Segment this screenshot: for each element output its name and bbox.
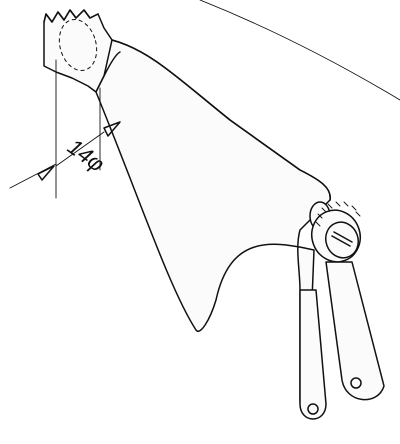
dimension-label: 14φ: [63, 134, 109, 177]
arm-body: [95, 39, 331, 417]
pin-hole-right: [350, 377, 362, 389]
background-edge-line: [199, 0, 400, 101]
knurled-knob-icon: [309, 201, 361, 263]
clevis-fork-right: [325, 261, 385, 401]
clevis-fork-left: [299, 289, 327, 420]
tube-shaft: [43, 9, 121, 93]
dimension-arrow-icon: [37, 121, 121, 181]
screw-slot-icon: [331, 231, 353, 247]
pin-hole-left: [307, 403, 319, 415]
hidden-bore-outline: [58, 18, 98, 72]
